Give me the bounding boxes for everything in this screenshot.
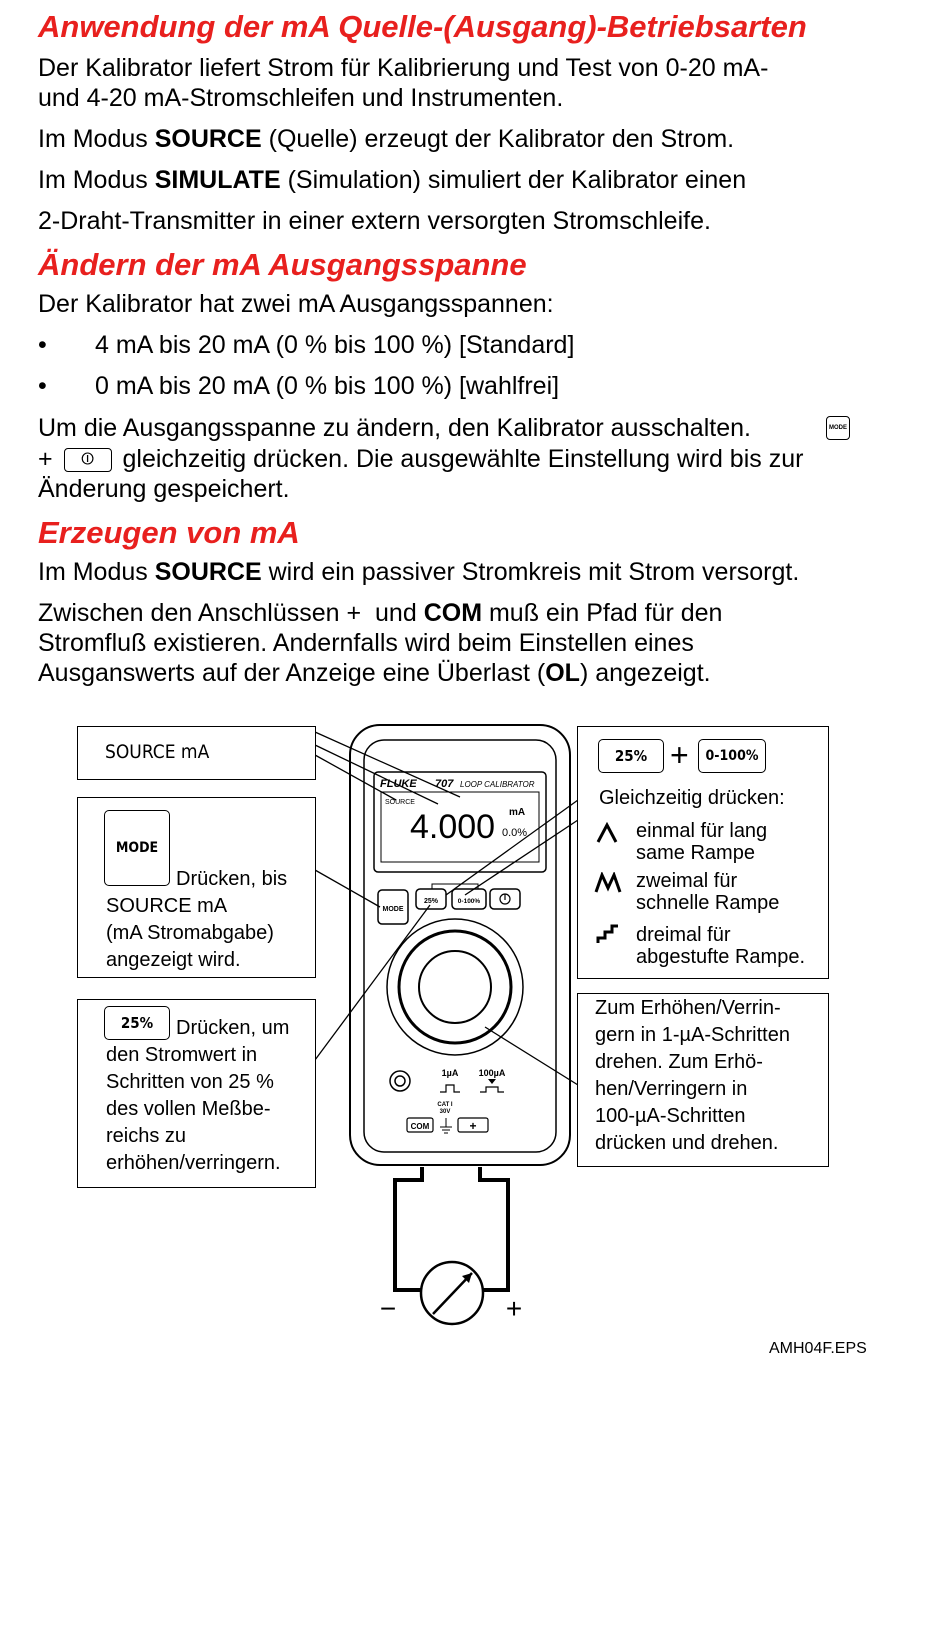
callout-text: einmal für lang <box>636 820 768 842</box>
key-25-icon: 25% <box>598 739 664 773</box>
callout-text: Schritten von 25 % <box>106 1071 274 1093</box>
device-25-key <box>415 888 447 910</box>
bullet-icon: • <box>38 331 47 359</box>
device-25-key-label: 25% <box>424 898 439 905</box>
display-unit: mA <box>509 807 525 818</box>
callout-knob: Zum Erhöhen/Verrin- gern in 1-µA-Schritt… <box>577 993 829 1167</box>
plus-sign: + <box>670 737 689 773</box>
step-100ua-icon <box>480 1086 504 1093</box>
key-0-100-icon: 0-100% <box>698 739 766 773</box>
callout-text: reichs zu <box>106 1125 187 1147</box>
list-item: 0 mA bis 20 mA (0 % bis 100 %) [wahlfrei… <box>95 372 560 400</box>
callout-text: Drücken, um <box>176 1017 290 1039</box>
knob-center <box>418 950 492 1024</box>
voltage-label: 30V <box>440 1109 451 1115</box>
display-mode-indicator: SOURCE <box>385 799 415 806</box>
slow-ramp-icon <box>596 822 618 843</box>
brand-label: FLUKE <box>380 778 417 790</box>
section-heading-source-ma: Erzeugen von mA <box>38 515 300 550</box>
callout-text: same Rampe <box>636 842 755 864</box>
callout-text: Zum Erhöhen/Verrin- <box>595 997 781 1019</box>
ground-icon <box>440 1118 452 1134</box>
callout-text: drehen. Zum Erhö- <box>595 1051 763 1073</box>
callout-source-ma: SOURCE mA <box>77 726 316 780</box>
step-1ua-icon <box>440 1084 460 1093</box>
list-item: 4 mA bis 20 mA (0 % bis 100 %) [Standard… <box>95 331 575 359</box>
power-key-icon: ⏼ <box>63 448 112 473</box>
mode-key-icon: MODE <box>826 416 850 440</box>
lcd-screen <box>380 791 540 863</box>
device-mode-key <box>377 889 409 925</box>
callout-text: hen/Verringern in <box>595 1078 748 1100</box>
paragraph-line: Änderung gespeichert. <box>38 475 290 503</box>
mode-key-icon: MODE <box>104 810 170 886</box>
lead-com <box>393 1167 424 1292</box>
paragraph-line: Der Kalibrator liefert Strom für Kalibri… <box>38 54 769 82</box>
display-percent: 0.0% <box>502 827 527 839</box>
callout-title: Gleichzeitig drücken: <box>599 787 785 809</box>
paragraph-line: Stromfluß existieren. Andernfalls wird b… <box>38 629 694 657</box>
callout-text: den Stromwert in <box>106 1044 258 1066</box>
paragraph-simulate-mode: Im Modus SIMULATE (Simulation) simuliert… <box>38 166 747 194</box>
callout-text: abgestufte Rampe. <box>636 946 805 968</box>
label-1ua: 1µA <box>442 1068 459 1078</box>
callout-25-percent: 25% Drücken, um den Stromwert in Schritt… <box>77 999 316 1188</box>
terminal-plus-label: + <box>469 1119 476 1133</box>
terminal-com <box>406 1117 434 1133</box>
callout-text: dreimal für <box>636 924 731 946</box>
callout-mode: MODE Drücken, bis SOURCE mA (mA Stromabg… <box>77 797 316 978</box>
terminal-com-label: COM <box>411 1122 430 1131</box>
callout-text: SOURCE mA <box>106 895 228 917</box>
meter-plus-label: + <box>506 1293 522 1324</box>
device-mode-key-label: MODE <box>383 906 404 913</box>
callout-text: des vollen Meßbe- <box>106 1098 271 1120</box>
meter-minus-label: − <box>380 1293 396 1324</box>
device-0-100-key <box>451 888 487 910</box>
callout-text: drücken und drehen. <box>595 1132 779 1154</box>
calibrator-illustration: FLUKE 707 LOOP CALIBRATOR SOURCE 4.000 m… <box>314 724 579 1326</box>
step-ramp-icon <box>596 924 618 943</box>
paragraph-overload: Ausganswerts auf der Anzeige eine Überla… <box>38 659 711 687</box>
paragraph-line: Um die Ausgangsspanne zu ändern, den Kal… <box>38 414 751 442</box>
callout-text: gern in 1-µA-Schritten <box>595 1024 790 1046</box>
device-0-100-key-label: 0-100% <box>458 898 481 905</box>
paragraph-source-passive: Im Modus SOURCE wird ein passiver Stromk… <box>38 558 800 586</box>
display-value: 4.000 <box>410 808 495 846</box>
cat-label: CAT I <box>437 1102 453 1108</box>
callout-text: angezeigt wird. <box>106 949 241 971</box>
section-heading-source-modes: Anwendung der mA Quelle-(Ausgang)-Betrie… <box>38 9 807 44</box>
paragraph-line: 2-Draht-Transmitter in einer extern vers… <box>38 207 711 235</box>
callout-source-label: SOURCE mA <box>105 741 210 763</box>
callout-text: Drücken, bis <box>176 868 288 890</box>
paragraph-key-combination: + ⏼ gleichzeitig drücken. Die ausgewählt… <box>38 445 804 473</box>
callout-ramp: 25% + 0-100% Gleichzeitig drücken: einma… <box>577 726 829 979</box>
meter-needle <box>432 1272 473 1315</box>
callout-text: (mA Stromabgabe) <box>106 922 274 944</box>
lead-plus <box>478 1167 510 1292</box>
section-heading-output-span: Ändern der mA Ausgangsspanne <box>38 247 527 282</box>
paragraph-span-intro: Der Kalibrator hat zwei mA Ausgangsspann… <box>38 290 554 318</box>
label-100ua: 100µA <box>479 1068 506 1078</box>
callout-text: schnelle Rampe <box>636 892 780 914</box>
bullet-icon: • <box>38 372 47 400</box>
paragraph-source-mode: Im Modus SOURCE (Quelle) erzeugt der Kal… <box>38 125 735 153</box>
key-25-icon: 25% <box>104 1006 170 1040</box>
callout-text: zweimal für <box>636 870 738 892</box>
callout-text: 100-µA-Schritten <box>595 1105 746 1127</box>
paragraph-line: und 4-20 mA-Stromschleifen und Instrumen… <box>38 84 564 112</box>
figure-caption: AMH04F.EPS <box>769 1340 867 1357</box>
model-name-label: LOOP CALIBRATOR <box>460 780 535 789</box>
model-label: 707 <box>435 778 454 790</box>
paragraph-terminals: Zwischen den Anschlüssen + und COM muß e… <box>38 599 723 627</box>
callout-text: erhöhen/verringern. <box>106 1152 281 1174</box>
rotate-icon <box>389 1070 411 1092</box>
press-arrow-icon <box>488 1079 496 1084</box>
terminal-plus <box>457 1117 489 1133</box>
fast-ramp-icon <box>594 872 622 893</box>
